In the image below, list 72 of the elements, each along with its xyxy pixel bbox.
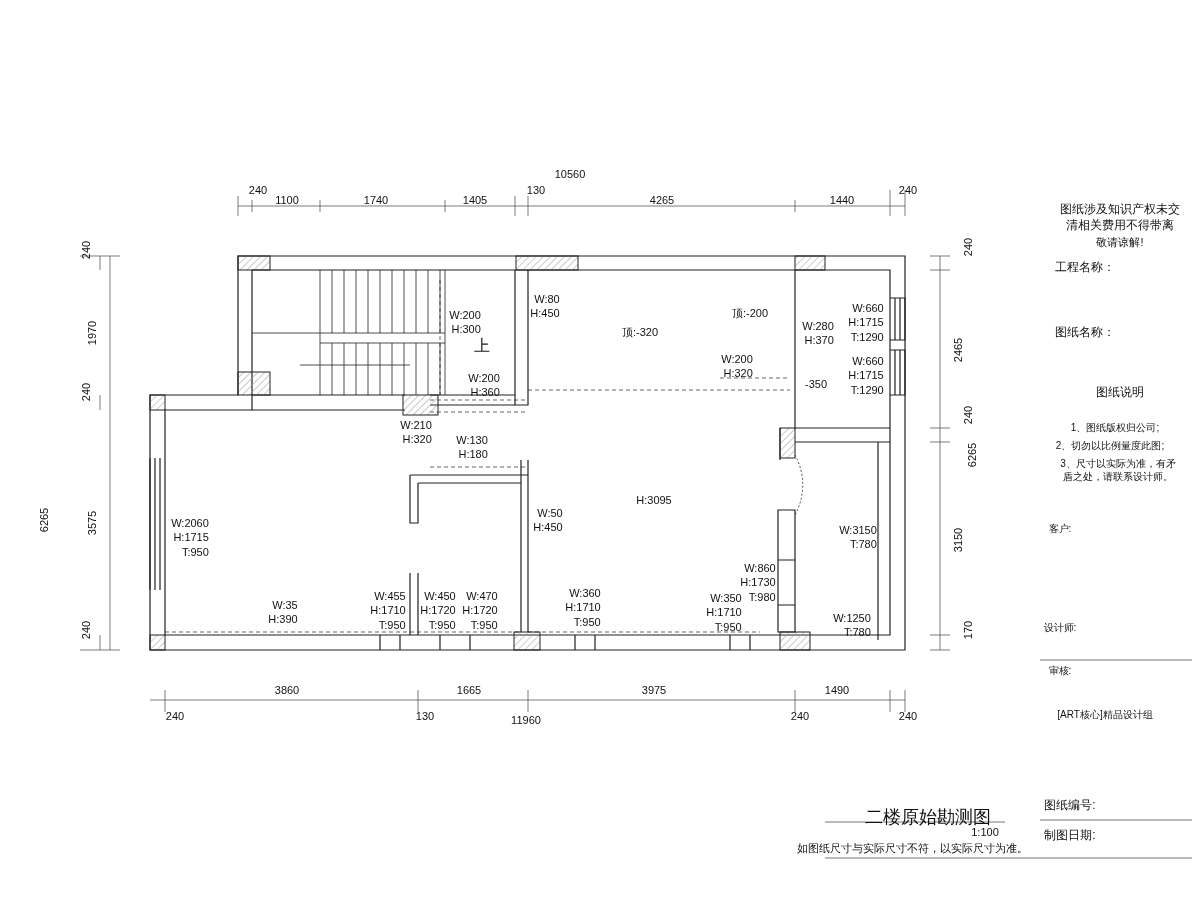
dimension-value: 240: [248, 182, 268, 198]
dimension-value: 1970: [84, 320, 99, 346]
dimension-value: 4265: [649, 192, 675, 208]
size-note: W:200 H:300: [449, 307, 481, 337]
ceiling-level-note: 顶:-320: [621, 324, 659, 340]
size-note: W:50 H:450: [533, 505, 563, 535]
dimension-value: 170: [960, 620, 975, 640]
dimension-value: 240: [790, 708, 810, 724]
size-note: W:350 H:1710 T:950: [706, 590, 742, 634]
dimension-value: 130: [526, 182, 546, 198]
dimension-value: 240: [898, 182, 918, 198]
dimension-value: 1405: [462, 192, 488, 208]
size-note: W:200 H:360: [468, 370, 500, 400]
dimension-value: 1100: [275, 192, 299, 208]
dimension-value: 240: [960, 237, 975, 257]
dimension-value: 2465: [950, 337, 965, 363]
size-note: W:280 H:370: [802, 318, 834, 348]
dimension-value: 3860: [274, 682, 300, 698]
field-label: 客户:: [1048, 521, 1072, 535]
size-note: W:35 H:390: [268, 597, 298, 627]
dimension-value: 240: [898, 708, 918, 724]
team-name: [ART核心]精品设计组: [1057, 707, 1153, 721]
dimension-value: 240: [78, 382, 93, 402]
size-note: W:210 H:320: [400, 417, 432, 447]
notice-text: 图纸涉及知识产权未交清相关费用不得带离: [1060, 202, 1180, 234]
field-label: 工程名称：: [1055, 260, 1115, 276]
size-note: W:130 H:180: [456, 432, 488, 462]
note-item: 1、图纸版权归公司;: [1070, 420, 1160, 434]
note-item: 2、切勿以比例量度此图;: [1055, 438, 1165, 452]
stair-direction-label: 上: [474, 335, 490, 356]
size-note: W:80 H:450: [530, 291, 560, 321]
dimension-value: 1740: [363, 192, 389, 208]
level-note: -350: [805, 376, 827, 392]
field-label: 图纸编号:: [1044, 798, 1096, 814]
dimension-value: 130: [415, 708, 435, 724]
ceiling-level-note: 顶:-200: [731, 305, 769, 321]
scale-label: 1:100: [971, 825, 999, 840]
dimension-value: 240: [78, 620, 93, 640]
dimension-value: 1665: [456, 682, 482, 698]
dimension-value: 3150: [950, 527, 965, 553]
dimension-value: 10560: [554, 166, 586, 182]
size-note: W:450 H:1720 T:950: [420, 588, 456, 632]
size-note: W:470 H:1720 T:950: [462, 588, 498, 632]
dimension-value: 3975: [641, 682, 667, 698]
dimension-value: 240: [960, 405, 975, 425]
size-note: W:660 H:1715 T:1290: [848, 300, 884, 344]
dimension-value: 1490: [824, 682, 850, 698]
dimension-value: 3575: [84, 510, 99, 536]
note-item: 3、尺寸以实际为准，有矛盾之处，请联系设计师。: [1059, 457, 1177, 483]
footnote-text: 如图纸尺寸与实际尺寸不符，以实际尺寸为准。: [796, 840, 1028, 856]
size-note: W:660 H:1715 T:1290: [848, 353, 884, 397]
field-label: 图纸名称：: [1055, 325, 1115, 341]
dimension-value: 240: [165, 708, 185, 724]
section-heading: 图纸说明: [1096, 385, 1144, 401]
drawing-title: 二楼原始勘测图: [865, 806, 991, 828]
field-label: 审核:: [1048, 663, 1072, 677]
dimension-value: 11960: [511, 712, 541, 728]
notice-text: 敬请谅解!: [1096, 234, 1144, 250]
size-note: W:360 H:1710 T:950: [565, 585, 601, 629]
dimension-value: 240: [78, 240, 93, 260]
field-label: 设计师:: [1043, 620, 1077, 634]
size-note: W:2060 H:1715 T:950: [171, 515, 209, 559]
size-note: W:3150 T:780: [839, 522, 877, 552]
dimension-value: 6265: [36, 507, 51, 533]
size-note: W:455 H:1710 T:950: [370, 588, 406, 632]
size-note: W:1250 T:780: [833, 610, 871, 640]
field-label: 制图日期:: [1044, 828, 1096, 844]
dimension-value: 1440: [829, 192, 855, 208]
dimension-value: 6265: [964, 442, 979, 468]
size-note: W:200 H:320: [721, 351, 753, 381]
size-note: W:860 H:1730 T:980: [740, 560, 776, 604]
ceiling-height-note: H:3095: [636, 492, 672, 508]
